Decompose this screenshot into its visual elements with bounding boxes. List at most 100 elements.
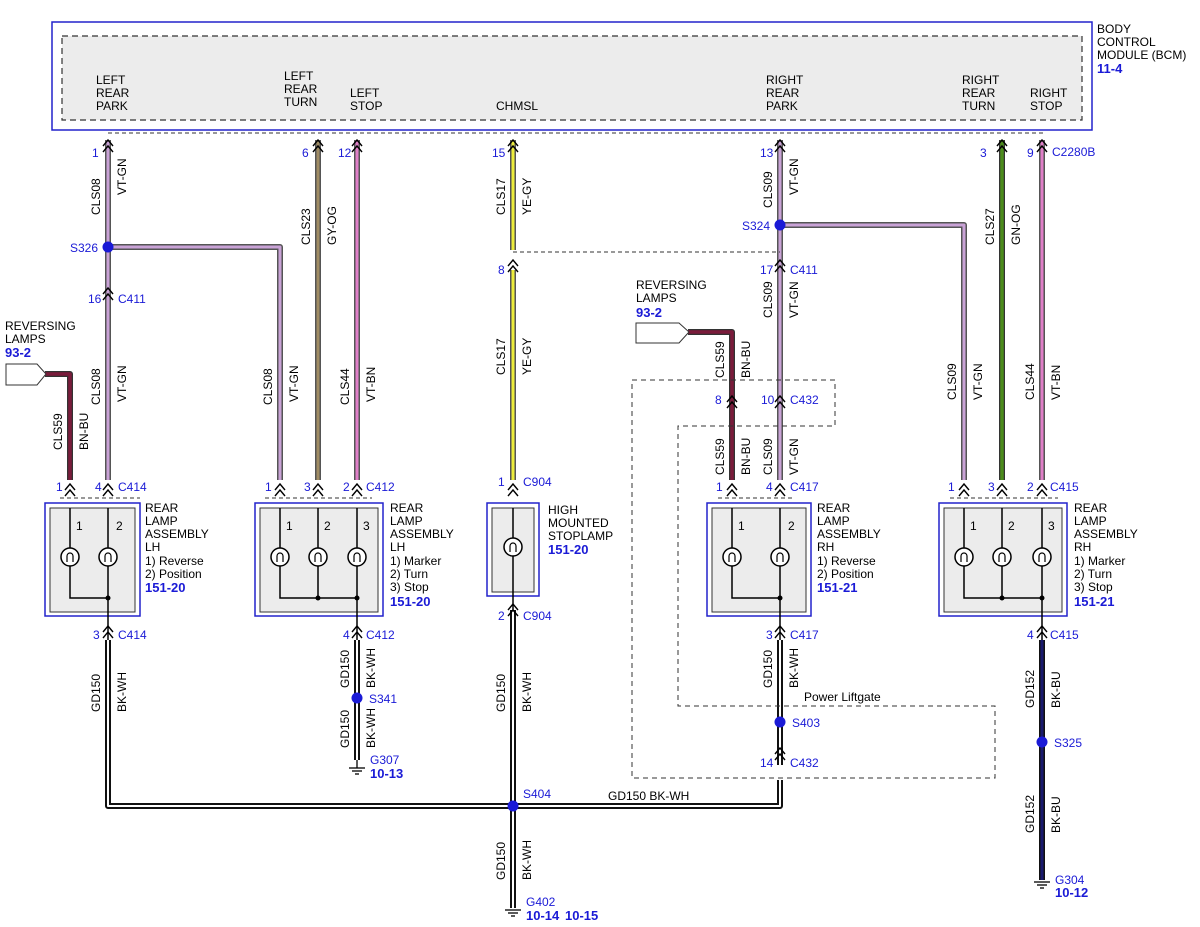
c2280b-label: C2280B xyxy=(1052,145,1095,159)
bcm-pin-ls-2: STOP xyxy=(350,99,382,113)
pin-rrp: 13 xyxy=(760,146,774,160)
c904-label-top: C904 xyxy=(523,475,552,489)
junction-rh-rp xyxy=(777,595,783,601)
lamp-rh-rev-pos-outer[interactable] xyxy=(706,502,812,617)
ground-g304-icon xyxy=(1034,881,1050,889)
reversing-lamps-right-1: REVERSING xyxy=(636,278,707,292)
reversing-lamps-left-2: LAMPS xyxy=(5,332,46,346)
lamp-lh-mts-outer[interactable] xyxy=(254,502,384,617)
lh-mts-ref[interactable]: 151-20 xyxy=(390,594,430,609)
pin-ls: 12 xyxy=(338,146,352,160)
hmsl-line-3: STOPLAMP xyxy=(548,529,613,543)
wire-label-yegy-top: YE-GY xyxy=(520,178,534,215)
bcm-title-3: MODULE (BCM) xyxy=(1097,48,1186,62)
ground-g402-ref-1[interactable]: 10-14 xyxy=(526,908,560,923)
bulb-lh-stop-icon xyxy=(347,547,367,567)
lamp-lh-mts-num-2: 2 xyxy=(324,519,331,533)
ground-g307-ref[interactable]: 10-13 xyxy=(370,766,403,781)
wire-label-bnbu-rbot: BN-BU xyxy=(739,438,753,475)
splice-s404[interactable] xyxy=(507,800,519,812)
rh-mts-line-1: REAR xyxy=(1074,501,1108,515)
lamp-rh-rp-num-2: 2 xyxy=(788,519,795,533)
splice-s324[interactable] xyxy=(774,219,786,231)
reversing-lamps-left-tag[interactable] xyxy=(5,363,47,386)
rh-rp-ref[interactable]: 151-21 xyxy=(817,580,857,595)
wire-label-cls17-mid: CLS17 xyxy=(494,338,508,375)
bcm-ref[interactable]: 11-4 xyxy=(1097,61,1123,76)
pin-chmsl: 15 xyxy=(492,146,506,160)
connector-chevron xyxy=(102,624,114,639)
c411-right-label: C411 xyxy=(790,263,818,277)
splice-s325-label: S325 xyxy=(1054,736,1082,750)
component-lh-mts-label: REAR LAMP ASSEMBLY LH 1) Marker 2) Turn … xyxy=(390,501,454,609)
bulb-rh-marker-icon xyxy=(954,547,974,567)
pin-rs: 9 xyxy=(1027,146,1034,160)
wire-label-bkwh-c412: BK-WH xyxy=(364,648,378,688)
wire-label-yegy-mid: YE-GY xyxy=(520,338,534,375)
connector-chevron xyxy=(351,624,363,639)
hmsl-ref[interactable]: 151-20 xyxy=(548,542,588,557)
splice-s403-label: S403 xyxy=(792,716,820,730)
c432-pin-10: 10 xyxy=(761,393,775,407)
c417-pin-3: 3 xyxy=(766,628,773,642)
component-rh-mts-label: REAR LAMP ASSEMBLY RH 1) Marker 2) Turn … xyxy=(1074,501,1138,609)
bulb-hmsl-icon xyxy=(503,537,523,557)
wire-label-cls44-left: CLS44 xyxy=(338,368,352,405)
wire-label-gd150-c412: GD150 xyxy=(338,650,352,688)
lh-rp-ref[interactable]: 151-20 xyxy=(145,580,185,595)
lh-rp-line-1: REAR xyxy=(145,501,179,515)
c411-left-pin: 16 xyxy=(88,292,102,306)
bulb-rh-position-icon xyxy=(770,547,790,567)
reversing-lamps-left-ref[interactable]: 93-2 xyxy=(5,345,31,360)
c412-label: C412 xyxy=(366,480,395,494)
splice-s326[interactable] xyxy=(102,241,114,253)
c411-right-pin: 17 xyxy=(760,263,774,277)
rh-mts-ref[interactable]: 151-21 xyxy=(1074,594,1114,609)
connector-chevron xyxy=(102,138,114,153)
junction-lh-mts-2 xyxy=(354,595,360,601)
wire-label-vtgn-rmid: VT-GN xyxy=(787,281,801,318)
lamp-lh-mts-num-1: 1 xyxy=(286,519,293,533)
lamp-rh-mts-num-1: 1 xyxy=(970,519,977,533)
reversing-lamps-right-ref[interactable]: 93-2 xyxy=(636,305,662,320)
connector-chevron xyxy=(312,482,324,497)
wire-label-cls08-mid: CLS08 xyxy=(89,368,103,405)
splice-s403[interactable] xyxy=(774,716,786,728)
connector-chevron xyxy=(312,138,324,153)
bcm-pin-lrp-3: PARK xyxy=(96,99,128,113)
bcm-pin-chmsl: CHMSL xyxy=(496,99,538,113)
connector-chevrons xyxy=(64,138,1048,761)
lamp-lh-rp-num-1: 1 xyxy=(76,519,83,533)
c417-label-bottom: C417 xyxy=(790,628,819,642)
pin-rrt: 3 xyxy=(980,146,987,160)
lamp-rh-mts-outer[interactable] xyxy=(938,502,1068,617)
wire-label-vtgn-top: VT-GN xyxy=(115,158,129,195)
lamp-lh-rev-pos-outer[interactable] xyxy=(44,502,141,617)
ground-g304-ref[interactable]: 10-12 xyxy=(1055,885,1088,900)
c414-label: C414 xyxy=(118,480,147,494)
connector-chevron xyxy=(1036,138,1048,153)
wire-label-cls59-rtop: CLS59 xyxy=(713,341,727,378)
lh-mts-line-6: 2) Turn xyxy=(390,567,428,581)
connector-chevron xyxy=(351,138,363,153)
ground-g402-ref-2[interactable]: 10-15 xyxy=(565,908,598,923)
rh-mts-line-3: ASSEMBLY xyxy=(1074,527,1138,541)
wire-label-cls08-s326: CLS08 xyxy=(261,368,275,405)
c904-pin-1: 1 xyxy=(498,475,505,489)
connector-chevron xyxy=(351,482,363,497)
wire-label-gd150-lh: GD150 xyxy=(89,674,103,712)
bcm-title-2: CONTROL xyxy=(1097,35,1156,49)
wire-label-bkwh-hmsl: BK-WH xyxy=(520,672,534,712)
wire-label-bnbu-rtop: BN-BU xyxy=(739,341,753,378)
lamp-rh-mts-num-3: 3 xyxy=(1048,519,1055,533)
splice-s341[interactable] xyxy=(351,692,363,704)
bcm-pin-rrp-3: PARK xyxy=(766,99,798,113)
reversing-lamps-right-tag[interactable] xyxy=(635,322,690,344)
connector-chevron xyxy=(774,624,786,639)
lamp-rh-mts-num-2: 2 xyxy=(1008,519,1015,533)
splice-s325[interactable] xyxy=(1036,736,1048,748)
bcm-title-1: BODY xyxy=(1097,22,1131,36)
wire-label-cls09-s324: CLS09 xyxy=(945,363,959,400)
bcm-pin-rs-2: STOP xyxy=(1030,99,1062,113)
splice-s341-label: S341 xyxy=(369,692,397,706)
